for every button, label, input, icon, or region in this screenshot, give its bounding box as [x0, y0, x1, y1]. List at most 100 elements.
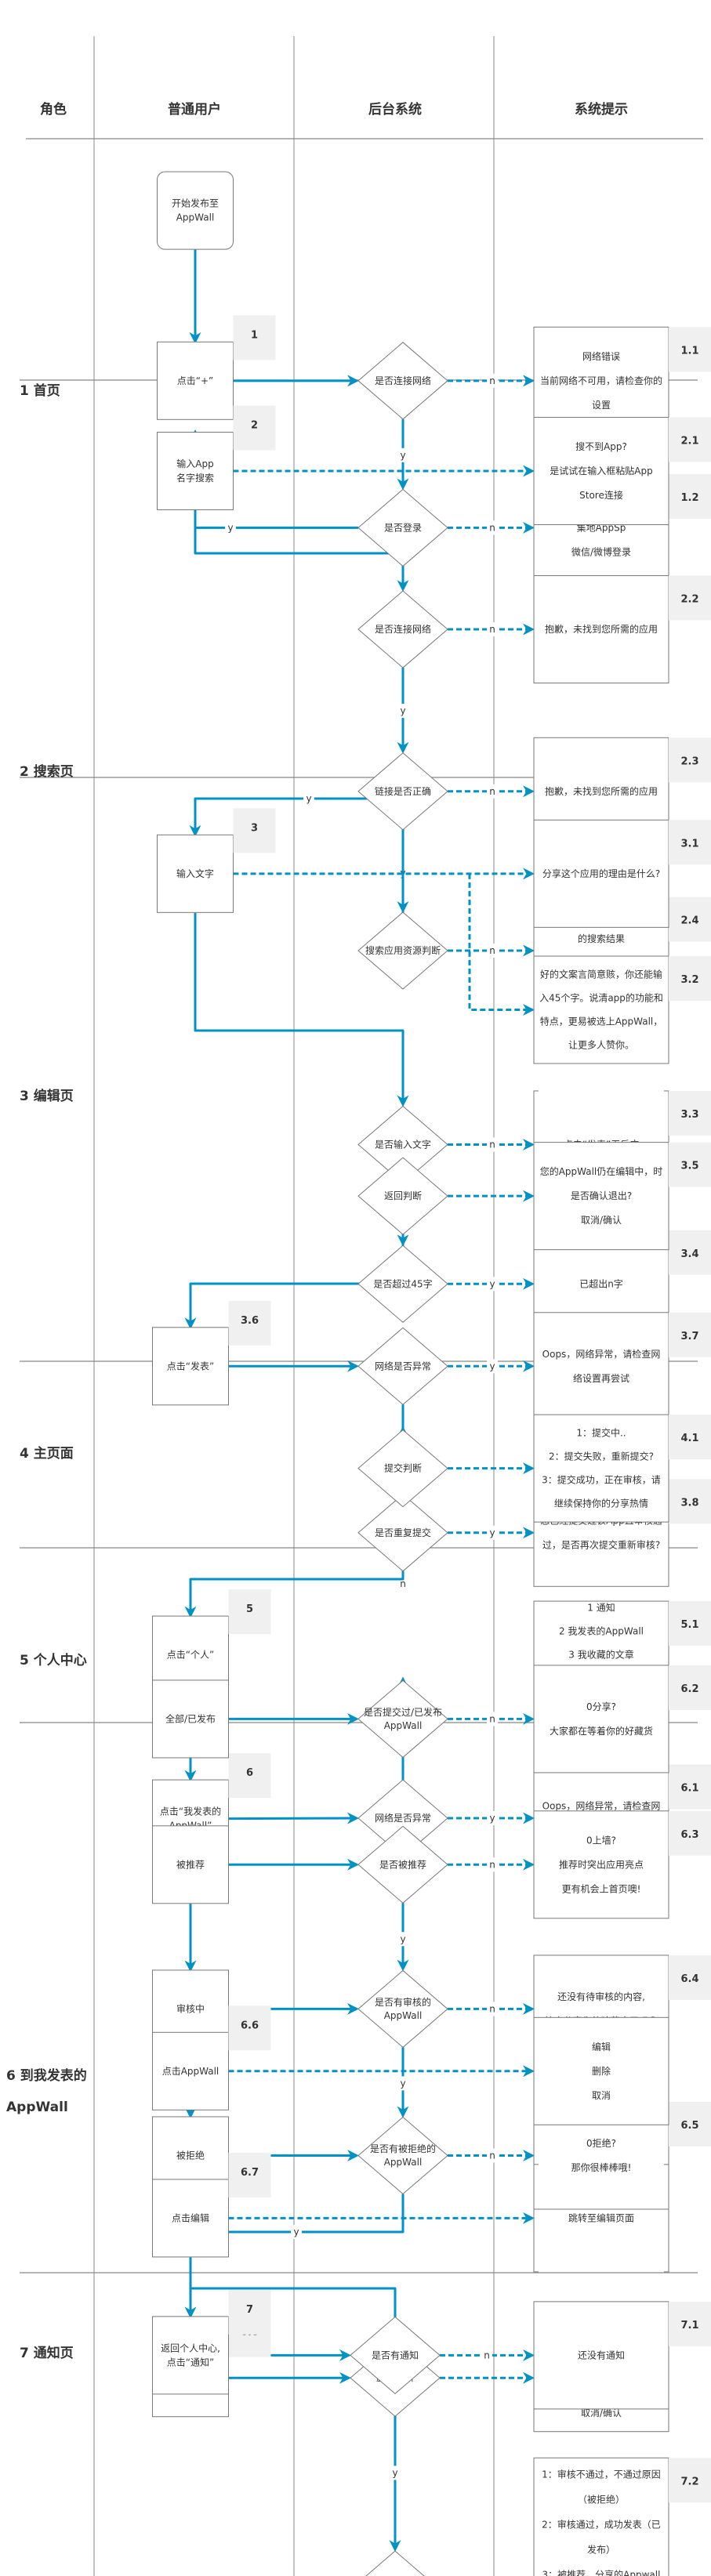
prompt-text-line: 0上墙?	[586, 1835, 616, 1846]
process-box	[152, 1679, 229, 1759]
step-text: 点击AppWall	[162, 2066, 219, 2077]
prompt-box	[533, 1810, 669, 1919]
prompt-tag-bg	[669, 1142, 711, 1187]
prompt-p72: 1：审核不通过，不通过原因（被拒绝）2：审核通过，成功发表（已发布）3：被推荐，…	[533, 2457, 711, 2576]
step-text-line: 被拒绝	[176, 2149, 205, 2161]
prompt-tag: 7.1	[680, 2320, 698, 2331]
process-box	[152, 1327, 229, 1406]
prompt-tag: 6.3	[680, 1829, 698, 1841]
column-header: 普通用户	[168, 101, 221, 118]
prompt-tag: 6.4	[680, 1973, 698, 1985]
prompt-tag-bg	[669, 1312, 711, 1357]
prompt-text-line: 取消	[592, 2090, 611, 2101]
edge-label-bg	[397, 704, 408, 719]
prompt-tag: 3.4	[680, 1248, 698, 1260]
step-tag: 6	[246, 1767, 253, 1779]
prompt-tag: 6.1	[680, 1783, 698, 1795]
edge-label-bg	[487, 373, 498, 388]
decision-d34: 是否超过45字	[357, 1245, 448, 1323]
prompt-text: 0拒绝?那你很棒棒哦!	[571, 2137, 632, 2173]
decision-text-line: 是否连接网络	[375, 623, 431, 635]
decision-text: 是否重复提交	[375, 1527, 431, 1538]
prompt-text: 1：提交中..2：提交失败，重新提交?3：提交成功，正在审核，请继续保持你的分享…	[542, 1427, 661, 1509]
decision-text: 搜索应用资源判断	[365, 944, 441, 956]
prompt-text: 分享这个应用的理由是什么?	[542, 868, 660, 879]
decision-d38: 是否重复提交	[357, 1494, 448, 1572]
process-box	[157, 431, 234, 510]
flow-arrow	[194, 509, 409, 592]
decision-d12: 是否登录	[357, 488, 448, 567]
decision-d37: 网络是否异常	[357, 1327, 448, 1405]
step-text: 点击“个人”	[167, 1650, 214, 1661]
prompt-text-line: 设置	[592, 400, 611, 411]
decision-d71: 是否有通知	[350, 2316, 441, 2395]
prompt-tag-bg	[669, 417, 711, 462]
prompt-text-line: 取消/确认	[581, 1215, 622, 1226]
step-tag-bg	[228, 1753, 271, 1799]
prompt-p35: 您的AppWall仍在编辑中，时是否确认退出?取消/确认3.5	[533, 1142, 711, 1251]
prompt-text: 跳转至编辑页面	[568, 2212, 634, 2223]
step-text: 点击“+”	[177, 375, 214, 386]
decision-text-line: 是否重复提交	[375, 1527, 431, 1538]
user-step-u1: 点击“+”1	[157, 315, 276, 420]
prompt-text-line: 跳转至编辑页面	[568, 2212, 634, 2223]
decision-diamond	[357, 1969, 448, 2049]
prompt-text-line: 让更多人赞你。	[568, 1040, 634, 1051]
decision-text: 网络是否异常	[375, 1360, 431, 1371]
prompt-text-line: Oops，网络异常，请检查网	[542, 1348, 661, 1360]
flow-arrow	[194, 912, 409, 1107]
edge-label-bg	[487, 1277, 498, 1292]
lane-label-line: 6 到我发表的	[6, 2067, 87, 2084]
prompt-tag: 2.1	[680, 435, 698, 447]
step-text-line: 被推荐	[176, 1859, 205, 1870]
edge-label: n	[484, 2350, 490, 2360]
prompt-text-line: 抱歉，未找到您所需的应用	[545, 623, 658, 635]
decision-text-line: 是否有通知	[372, 2350, 419, 2360]
edge-label: y	[489, 1360, 495, 1371]
step-tag-bg	[228, 1589, 271, 1635]
edge-label: n	[489, 1859, 495, 1870]
edge-label-bg	[397, 447, 408, 462]
prompt-text-line: 搜不到App?	[575, 440, 627, 452]
prompt-text-line: 您的AppWall仍在编辑中，时	[540, 1165, 663, 1177]
decision-text-line: 是否登录	[384, 521, 422, 533]
prompt-text-line: 还没有待审核的内容,	[557, 1991, 645, 2002]
edge-label-bg	[487, 2148, 498, 2163]
edge-label-bg	[487, 520, 498, 535]
edge-label: y	[306, 793, 311, 804]
column-header: 系统提示	[575, 101, 628, 118]
decision-d72: 消息类别	[365, 2550, 425, 2576]
prompt-tag-bg	[669, 1764, 711, 1810]
edge-label-bg	[487, 784, 498, 799]
prompt-tag: 5.1	[680, 1619, 698, 1631]
prompt-text: 抱歉，未找到您所需的应用	[545, 785, 658, 797]
edge-label-bg	[487, 1525, 498, 1540]
decision-text-line: 网络是否异常	[375, 1360, 431, 1371]
lane-label: 2 搜索页	[20, 763, 74, 780]
step-text: 被拒绝	[176, 2149, 205, 2161]
prompt-tag: 3.5	[680, 1161, 698, 1172]
prompt-tag-bg	[669, 2458, 711, 2503]
edge-label: y	[400, 450, 405, 461]
prompt-text-line: 抱歉，未找到您所需的应用	[545, 785, 658, 797]
prompt-tag-bg	[669, 575, 711, 621]
edge-label-bg	[481, 2348, 492, 2363]
prompt-tag-bg	[669, 1665, 711, 1710]
prompt-text-line: 特点，更易被选上AppWall，	[540, 1016, 663, 1027]
decision-text: 是否有通知	[372, 2350, 419, 2360]
prompt-tag-bg	[669, 1479, 711, 1524]
prompt-box	[533, 955, 669, 1064]
step-text-line: 名字搜索	[176, 472, 214, 484]
prompt-tag: 3.1	[680, 838, 698, 850]
edge-label-bg	[487, 1811, 498, 1826]
step-text: 点击编辑	[172, 2212, 209, 2223]
edge-label: y	[293, 2226, 299, 2237]
lane-label: 5 个人中心	[20, 1652, 87, 1668]
prompt-text-line: 1：审核不通过，不通过原因	[542, 2468, 661, 2480]
prompt-tag: 1.1	[680, 345, 698, 357]
decision-text: 是否连接网络	[375, 375, 431, 386]
